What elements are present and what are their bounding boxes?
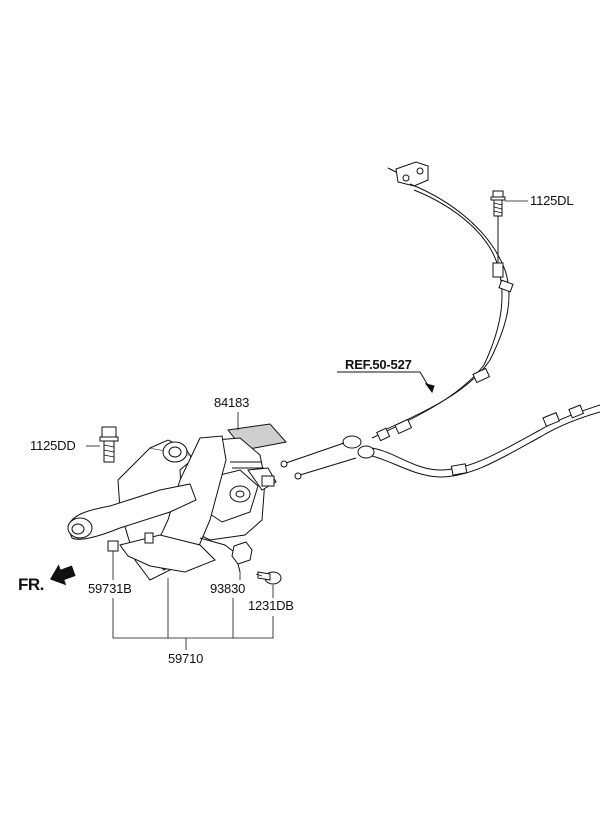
ref-leader — [337, 371, 435, 394]
part-number-93830: 93830 — [210, 581, 246, 596]
cable-bracket — [395, 161, 429, 187]
front-arrow-icon — [49, 564, 76, 586]
front-indicator: FR. — [18, 575, 44, 594]
part-number-59731b: 59731B — [88, 581, 132, 596]
screw-1231db — [255, 571, 282, 585]
part-number-84183: 84183 — [214, 395, 250, 410]
lower-cable — [367, 404, 600, 478]
part-number-1231db: 1231DB — [248, 598, 294, 613]
part-number-59710: 59710 — [168, 651, 204, 666]
cable-clamp — [492, 262, 504, 278]
leader-59710 — [112, 578, 274, 650]
upper-cable — [371, 161, 514, 442]
ref-50-527: REF.50-527 — [345, 357, 412, 372]
part-number-1125dl: 1125DL — [530, 193, 574, 208]
bolt-1125dl — [490, 190, 506, 217]
bolt-1125dd — [99, 426, 119, 463]
switch-93830 — [231, 541, 253, 573]
part-number-1125dd: 1125DD — [30, 438, 76, 453]
cable-equalizer — [280, 435, 375, 480]
lever-assembly — [67, 435, 277, 581]
